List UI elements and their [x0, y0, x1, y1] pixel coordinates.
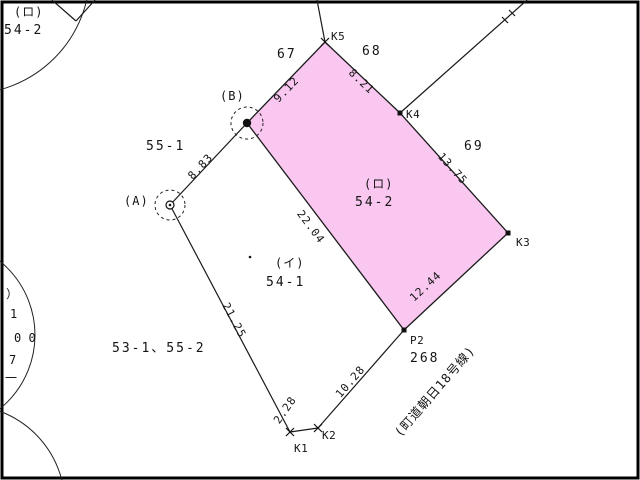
marker-p2 — [401, 327, 407, 333]
boundary-lines — [51, 0, 528, 433]
line-a-k1 — [169, 204, 291, 433]
line-k2-p2 — [317, 329, 405, 429]
fragment-5: 一 — [5, 371, 17, 385]
parcel-pink-kana: (ロ) — [364, 177, 393, 191]
fragment-1: ） — [6, 287, 18, 301]
measure-k1-k2: 2.28 — [271, 394, 299, 426]
label-k1: K1 — [294, 442, 308, 455]
line-k4-extension — [399, 0, 528, 114]
fragment-4: 7 — [9, 353, 16, 367]
mid-left-circle — [0, 260, 36, 410]
road-number: 268 — [410, 351, 439, 366]
label-a: (A) — [124, 194, 149, 208]
interior-dot — [248, 255, 252, 259]
marker-k1 — [285, 427, 295, 437]
bottom-left-circle — [0, 410, 63, 480]
parcel-68: 68 — [362, 44, 382, 59]
parcel-pink-num: 54-2 — [355, 195, 394, 210]
fragment-2: 1 — [10, 307, 17, 321]
marker-a — [154, 189, 186, 221]
point-labels: K5 K4 K3 P2 K2 K1 (A) (B) — [124, 30, 530, 455]
edge-circles — [0, 0, 88, 480]
parcel-topleft-kana: (ロ) — [14, 5, 43, 19]
line-topleft-b — [75, 0, 96, 22]
parcel-left-kana: (イ) — [275, 256, 304, 270]
parcel-55-1: 55-1 — [146, 139, 185, 154]
line-b-a — [169, 122, 248, 206]
marker-k5 — [320, 37, 330, 47]
line-k1-k2 — [289, 427, 319, 433]
marker-k4 — [397, 110, 403, 116]
marker-b — [230, 106, 264, 140]
measure-a-k1: 21.25 — [219, 300, 248, 340]
label-k5: K5 — [331, 30, 345, 43]
fragment-3: 0 0 — [14, 331, 36, 345]
line-topleft-a — [51, 0, 77, 22]
measure-k2-p2: 10.28 — [333, 363, 368, 400]
marker-k3 — [505, 230, 511, 236]
left-edge-fragments: ） 1 0 0 7 一 — [5, 287, 36, 385]
label-b: (B) — [220, 89, 245, 103]
parcel-53-1-55-2: 53-1、55-2 — [112, 341, 206, 356]
label-k4: K4 — [406, 108, 420, 121]
marker-k2 — [313, 423, 323, 433]
label-k3: K3 — [516, 236, 530, 249]
break-tick-1 — [501, 16, 509, 24]
label-p2: P2 — [410, 334, 424, 347]
measure-a-b: 8.83 — [185, 151, 215, 182]
parcel-topleft-num: 54-2 — [4, 23, 43, 38]
parcel-69: 69 — [464, 139, 484, 154]
parcel-54-2-area — [246, 41, 509, 331]
line-k5-extension — [316, 0, 326, 43]
survey-point-markers — [154, 37, 511, 437]
break-tick-2 — [508, 9, 516, 17]
parcel-67: 67 — [277, 47, 297, 62]
parcel-left-num: 54-1 — [266, 275, 305, 290]
label-k2: K2 — [322, 429, 336, 442]
